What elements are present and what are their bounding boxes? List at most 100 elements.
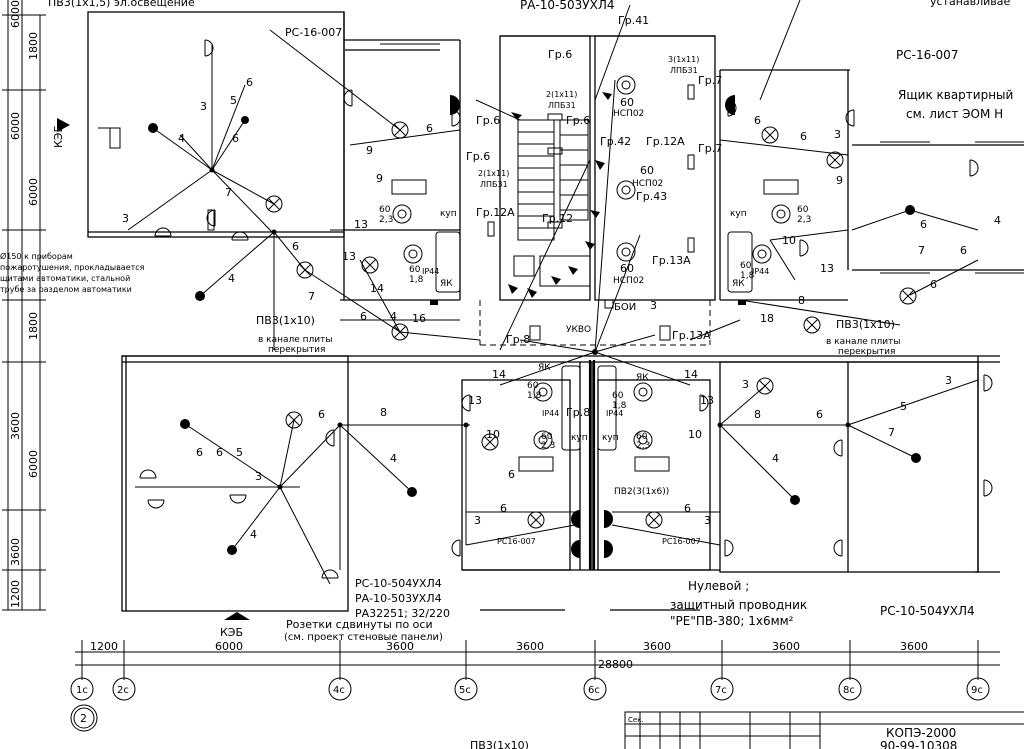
wire-4: 4 <box>250 528 257 541</box>
label-rs16-small-left: РС16-007 <box>497 537 536 546</box>
label-nsp02-c: НСП02 <box>613 276 644 286</box>
label-v18-2: 1,8 <box>409 275 424 285</box>
label-yak-3: ЯК <box>538 363 551 373</box>
label-sheet-col: Сек. <box>628 716 644 724</box>
wire-18: 18 <box>760 312 774 325</box>
label-gr8b: Гр.8 <box>566 406 590 419</box>
label-rs16-small-right: РС16-007 <box>662 537 701 546</box>
label-nsp60-b: 60 <box>640 164 654 177</box>
wire-7: 7 <box>918 244 925 257</box>
label-v23-8: 2,3 <box>636 441 650 451</box>
dim-bot-3600a: 3600 <box>386 640 414 653</box>
wire-4: 4 <box>994 214 1001 227</box>
axis-2c: 2с <box>117 685 129 696</box>
label-gr7a: Гр.7 <box>698 74 722 87</box>
dim-left-1200: 1200 <box>9 580 22 608</box>
label-gr43: Гр.43 <box>636 190 667 203</box>
label-gr7b: Гр.7 <box>698 142 722 155</box>
axis-8c: 8с <box>843 685 855 696</box>
wire-3: 3 <box>200 100 207 113</box>
wire-8: 8 <box>754 408 761 421</box>
wire-6: 6 <box>232 132 239 145</box>
label-nsp60-a: 60 <box>620 96 634 109</box>
label-kanal-left-1: в канале плиты <box>258 335 333 345</box>
label-pv3-bottom: ПВ3(1х10) <box>470 739 529 749</box>
dim-bot-3600c: 3600 <box>643 640 671 653</box>
label-nsp60-c: 60 <box>620 262 634 275</box>
lamp-crosses <box>265 121 917 529</box>
label-v60-3: 60 <box>797 205 809 215</box>
label-ra503-left: РА-10-503УХЛ4 <box>355 592 442 605</box>
label-kope: КОПЭ-2000 <box>886 726 956 740</box>
label-v60-2: 60 <box>409 265 421 275</box>
label-v18-4: 1,8 <box>740 271 755 281</box>
axis-5c: 5с <box>459 685 471 696</box>
axis-markers <box>70 677 990 732</box>
wire-3: 3 <box>474 514 481 527</box>
wire-13: 13 <box>820 262 834 275</box>
label-kup-1: куп <box>440 209 457 219</box>
wire-8: 8 <box>380 406 387 419</box>
bottom-dimensions <box>75 640 1000 680</box>
wire-7: 7 <box>225 186 232 199</box>
wire-5: 5 <box>230 94 237 107</box>
wire-6: 6 <box>246 76 253 89</box>
wire-10: 10 <box>688 428 702 441</box>
wire-13: 13 <box>468 394 482 407</box>
label-rozetki-1: Розетки сдвинуты по оси <box>286 618 433 631</box>
wire-4: 4 <box>178 132 185 145</box>
label-yak-2: ЯК <box>732 279 745 289</box>
wire-6: 6 <box>216 446 223 459</box>
wire-13: 13 <box>354 218 368 231</box>
label-pv3-top-left: ПВ3(1х1,5) эл.освещение <box>48 0 195 9</box>
label-kanal-left-2: перекрытия <box>268 345 325 355</box>
dim-left-6000c: 6000 <box>27 450 40 478</box>
label-ra-top: РА-10-503УХЛ4 <box>520 0 614 12</box>
label-gr13a-a: Гр.13А <box>652 254 691 267</box>
label-v60-7: 60 <box>541 432 553 442</box>
label-ip44-2: IP44 <box>752 267 769 276</box>
wire-3: 3 <box>650 299 657 312</box>
axis-4c: 4с <box>333 685 345 696</box>
label-gr8a: Гр.8 <box>506 333 530 346</box>
label-pv3-left: ПВ3(1х10) <box>256 314 315 327</box>
label-rs504-left: РС-10-504УХЛ4 <box>355 577 442 590</box>
wire-6: 6 <box>800 130 807 143</box>
wire-14: 14 <box>684 368 698 381</box>
wire-13: 13 <box>342 250 356 263</box>
dim-bot-3600e: 3600 <box>900 640 928 653</box>
label-boi: БОИ <box>614 302 636 313</box>
wire-16: 16 <box>412 312 426 325</box>
label-ra3225: РА32251; 32/220 <box>355 607 450 620</box>
wire-13: 13 <box>700 394 714 407</box>
label-gr12: Гр.12 <box>542 212 573 225</box>
wire-6: 6 <box>920 218 927 231</box>
label-gr6c: Гр.6 <box>566 114 590 127</box>
label-pe-pv: "РЕ"ПВ-380; 1х6мм² <box>670 614 794 628</box>
wire-3: 3 <box>255 470 262 483</box>
axis-6c: 6с <box>588 685 600 696</box>
label-v60-4: 60 <box>740 261 752 271</box>
label-v23-1: 2,3 <box>379 215 393 225</box>
wiring <box>127 0 979 585</box>
label-v60-6: 60 <box>612 391 624 401</box>
wire-3: 3 <box>945 374 952 387</box>
axis-1c: 1с <box>76 685 88 696</box>
label-v18-5: 1,8 <box>527 391 542 401</box>
building-walls <box>87 11 1024 612</box>
wire-6: 6 <box>292 240 299 253</box>
note-left-2: пожаротушения, прокладывается <box>0 263 145 272</box>
label-v60-1: 60 <box>379 205 391 215</box>
label-gr6d: Гр.6 <box>466 150 490 163</box>
axis-7c: 7с <box>715 685 727 696</box>
label-rozetki-2: (см. проект стеновые панели) <box>284 632 443 643</box>
wire-10: 10 <box>782 234 796 247</box>
label-yak-1: ЯК <box>440 279 453 289</box>
label-gr12a-top: Гр.12А <box>646 135 685 148</box>
wire-6: 6 <box>684 502 691 515</box>
wire-6: 6 <box>816 408 823 421</box>
wire-3: 3 <box>742 378 749 391</box>
label-lpb-b-1: 3(1х11) <box>668 55 699 64</box>
